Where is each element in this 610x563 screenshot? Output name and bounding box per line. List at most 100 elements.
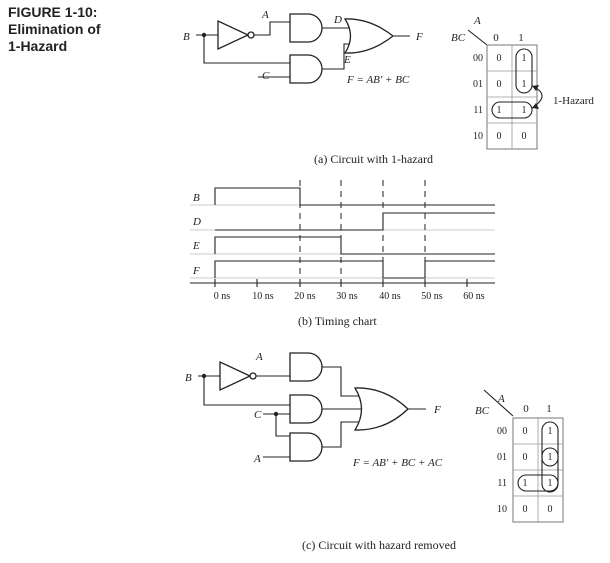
wire-and3-to-or (322, 421, 360, 448)
kmap-a-var-a: A (473, 15, 481, 27)
kmap-c-row-00: 00 (497, 426, 507, 437)
wire-b-to-and2-c (203, 376, 290, 406)
kmap-c-col-1: 1 (546, 403, 552, 415)
inverter-bubble-c (249, 372, 257, 380)
kmap-a-row-10: 10 (473, 131, 483, 142)
circuit-c: B A C A F F = AB′ + BC + AC (c) Circuit … (185, 351, 456, 552)
tick-label: 40 ns (379, 291, 401, 302)
input-a2-label-c: A (253, 453, 261, 465)
wire-b-to-and2 (203, 35, 290, 64)
hazard-arrowhead-bottom (532, 103, 539, 109)
equation-a: F = AB′ + BC (346, 74, 410, 86)
output-f-label-c: F (433, 404, 441, 416)
or-gate-c (353, 387, 409, 431)
kmap-a-loop-bc-prime (515, 48, 533, 94)
kmap-a-cell: 0 (497, 131, 502, 142)
node-d-label: D (333, 14, 342, 26)
kmap-c-cell: 1 (548, 452, 553, 463)
and-gate-3-c (289, 432, 323, 462)
kmap-a-grid (487, 45, 537, 149)
input-a1-label-c: A (255, 351, 263, 363)
kmap-c-row-01: 01 (497, 452, 507, 463)
caption-c: (c) Circuit with hazard removed (302, 538, 456, 552)
inverter-gate (217, 19, 250, 51)
circuit-a: B A C D E F F = AB′ + BC (a) Circuit wit… (183, 9, 433, 166)
signal-d-label: D (192, 216, 201, 228)
kmap-a-col-0: 0 (493, 32, 499, 44)
wire-e (322, 43, 352, 70)
output-f-label: F (415, 31, 423, 43)
input-a-label: A (261, 9, 269, 21)
hazard-label: 1-Hazard (553, 95, 594, 107)
kmap-c-row-10: 10 (497, 504, 507, 515)
figure-label: FIGURE 1-10: (8, 4, 98, 20)
signal-e-label: E (192, 240, 200, 252)
and-gate-1-c (289, 352, 323, 382)
kmap-c-loop-ab (517, 474, 559, 492)
input-c-label: C (262, 70, 270, 82)
caption-b: (b) Timing chart (298, 314, 377, 328)
time-axis-ticks (214, 279, 468, 287)
kmap-c-cell: 0 (523, 504, 528, 515)
and-gate-2-c (289, 394, 323, 424)
inverter-gate-c (219, 360, 252, 392)
kmap-c-cell: 1 (548, 426, 553, 437)
kmap-a-row-11: 11 (473, 105, 483, 116)
kmap-c-var-a: A (497, 393, 505, 405)
kmap-c-cell: 1 (523, 478, 528, 489)
kmap-a: A BC 0 1 00 01 11 10 0 1 0 1 1 1 0 0 1-H… (451, 15, 594, 150)
kmap-a-row-00: 00 (473, 53, 483, 64)
transition-markers (299, 180, 426, 283)
tick-label: 30 ns (336, 291, 358, 302)
figure-title-block: FIGURE 1-10: Elimination of 1-Hazard (8, 4, 138, 55)
kmap-a-cell: 1 (522, 105, 527, 116)
kmap-c-cell: 0 (523, 426, 528, 437)
signal-b-label: B (193, 192, 200, 204)
kmap-c-cell: 0 (523, 452, 528, 463)
input-b-label: B (183, 31, 190, 43)
equation-c: F = AB′ + BC + AC (352, 457, 443, 469)
kmap-a-col-1: 1 (518, 32, 524, 44)
input-b-label-c: B (185, 372, 192, 384)
tick-label: 10 ns (252, 291, 274, 302)
kmap-a-var-bc: BC (451, 32, 466, 44)
tick-label: 60 ns (463, 291, 485, 302)
kmap-c-grid (513, 418, 563, 522)
caption-a: (a) Circuit with 1-hazard (314, 152, 433, 166)
node-e-label: E (343, 54, 351, 66)
kmap-a-cell: 0 (522, 131, 527, 142)
kmap-c-cell: 1 (548, 478, 553, 489)
tick-label: 50 ns (421, 291, 443, 302)
kmap-a-cell: 1 (497, 105, 502, 116)
kmap-c-row-11: 11 (497, 478, 507, 489)
kmap-c-diagonal (483, 389, 514, 417)
and-gate-1 (289, 13, 323, 43)
kmap-c-loop-bc-prime (541, 421, 559, 467)
wire-and1-to-or (322, 366, 360, 397)
kmap-c-loop-ac (541, 447, 559, 493)
figure-title-line1: Elimination of (8, 21, 101, 37)
wire-inv-to-and1 (254, 21, 290, 36)
waveform-d (215, 212, 495, 231)
kmap-a-cell: 0 (497, 53, 502, 64)
kmap-c-col-0: 0 (523, 403, 529, 415)
kmap-c: A BC 0 1 00 01 11 10 0 1 0 1 1 1 0 0 (475, 389, 564, 523)
kmap-c-var-bc: BC (475, 405, 490, 417)
waveform-f (214, 260, 495, 279)
kmap-a-diagonal (467, 29, 488, 46)
kmap-c-cell: 0 (548, 504, 553, 515)
kmap-a-row-01: 01 (473, 79, 483, 90)
signal-f-label: F (192, 265, 200, 277)
figure-title-line2: 1-Hazard (8, 38, 68, 54)
or-gate (343, 18, 395, 54)
tick-label: 0 ns (214, 291, 231, 302)
kmap-a-cell: 1 (522, 53, 527, 64)
kmap-a-cell: 0 (497, 79, 502, 90)
timing-chart: B D E F 0 ns 10 ns 20 ns 30 ns 40 ns 50 … (190, 180, 495, 328)
input-c-label-c: C (254, 409, 262, 421)
kmap-a-loop-ab (491, 101, 533, 119)
hazard-arrowhead-top (532, 85, 539, 91)
wire-c-to-and3 (275, 414, 290, 437)
tick-label: 20 ns (294, 291, 316, 302)
